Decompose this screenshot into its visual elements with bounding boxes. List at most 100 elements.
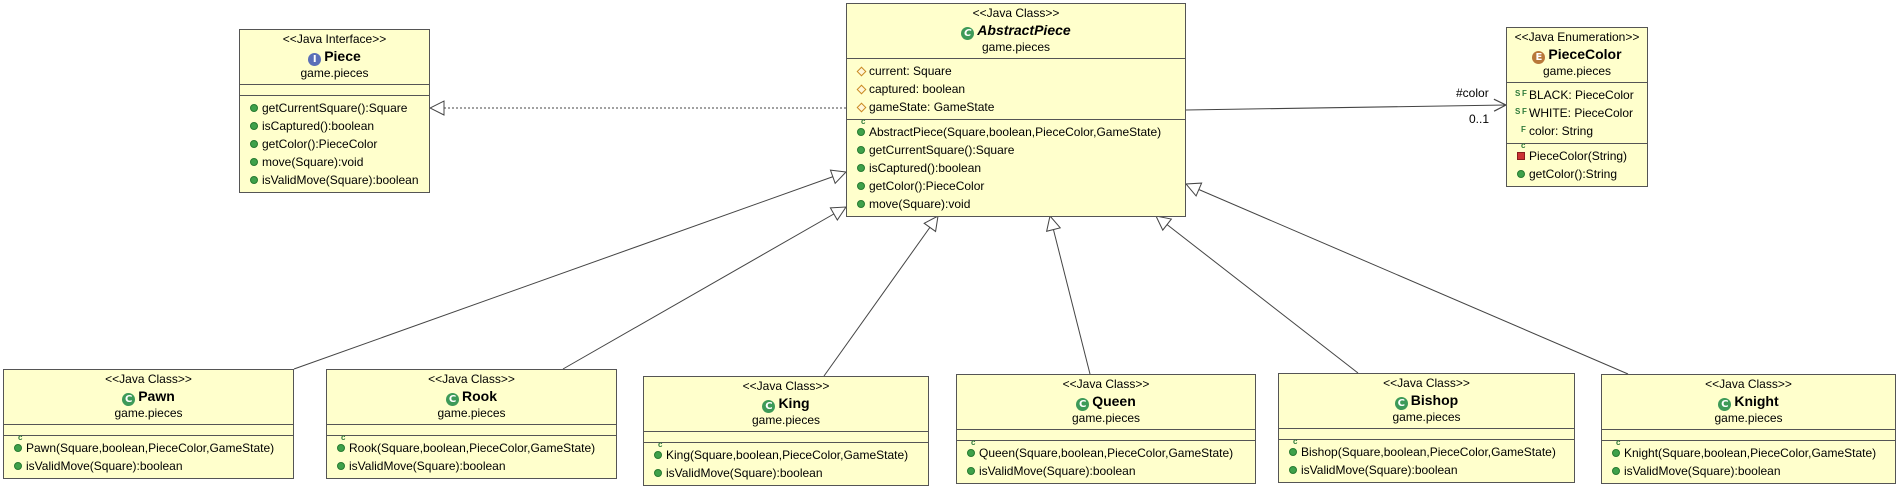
method-text: Rook(Square,boolean,PieceColor,GameState… [349, 441, 596, 455]
generalization-rook [562, 207, 846, 370]
method-row[interactable]: move(Square):void [248, 153, 429, 171]
method-text: AbstractPiece(Square,boolean,PieceColor,… [869, 125, 1162, 139]
method-text: King(Square,boolean,PieceColor,GameState… [666, 448, 909, 462]
method-row[interactable]: isValidMove(Square):boolean [965, 462, 1255, 480]
method-row[interactable]: getCurrentSquare():Square [855, 141, 1185, 159]
class-icon: C [1076, 398, 1090, 411]
method-row[interactable]: isCaptured():boolean [248, 117, 429, 135]
method-text: move(Square):void [869, 197, 971, 211]
attribute-text: BLACK: PieceColor [1529, 88, 1634, 102]
method-text: Knight(Square,boolean,PieceColor,GameSta… [1624, 446, 1877, 460]
package-label: game.pieces [981, 40, 1051, 54]
public-method-icon [855, 141, 867, 159]
method-row[interactable]: isValidMove(Square):boolean [652, 464, 928, 482]
package-label: game.pieces [437, 406, 506, 420]
class-name-text: Rook [462, 388, 497, 404]
public-method-icon [248, 117, 260, 135]
package-label: game.pieces [1071, 411, 1141, 425]
public-method-icon [335, 457, 347, 475]
generalization-king [823, 216, 938, 377]
constructor-icon: c [335, 434, 347, 457]
stereotype-label: <<Java Class>> [742, 379, 830, 393]
class-icon: C [961, 27, 975, 40]
attribute-text: current: Square [869, 64, 952, 78]
public-method-icon [965, 462, 977, 480]
attribute-row[interactable]: gameState: GameState [855, 98, 1185, 116]
method-text: isValidMove(Square):boolean [349, 459, 506, 473]
method-text: move(Square):void [262, 155, 364, 169]
package-label: game.pieces [751, 413, 821, 427]
method-row[interactable]: getCurrentSquare():Square [248, 99, 429, 117]
method-row[interactable]: isValidMove(Square):boolean [1610, 462, 1895, 480]
method-row[interactable]: move(Square):void [855, 195, 1185, 213]
attribute-row[interactable]: current: Square [855, 62, 1185, 80]
method-text: getCurrentSquare():Square [869, 143, 1015, 157]
attributes-section: current: Square captured: boolean gameStat… [847, 58, 1185, 119]
method-text: isCaptured():boolean [869, 161, 982, 175]
stereotype-label: <<Java Enumeration>> [1514, 30, 1640, 44]
attribute-row[interactable]: captured: boolean [855, 80, 1185, 98]
constructor-icon: c [1287, 438, 1299, 461]
attributes-section [327, 424, 616, 435]
stereotype-label: <<Java Class>> [428, 372, 515, 386]
method-row[interactable]: isValidMove(Square):boolean [12, 457, 293, 475]
method-text: isCaptured():boolean [262, 119, 375, 133]
generalization-bishop [1156, 216, 1359, 374]
method-row[interactable]: getColor():String [1515, 165, 1647, 183]
method-row[interactable]: isValidMove(Square):boolean [1287, 461, 1574, 479]
association-role-label: #color [1456, 86, 1489, 100]
public-method-icon [248, 153, 260, 171]
interface-icon: I [308, 53, 322, 66]
attributes-section [1602, 429, 1895, 440]
public-method-icon [12, 457, 24, 475]
stereotype-label: <<Java Class>> [1062, 377, 1150, 391]
method-row[interactable]: getColor():PieceColor [855, 177, 1185, 195]
package-label: game.pieces [114, 406, 183, 420]
public-method-icon [1515, 165, 1527, 183]
generalization-queen [1050, 216, 1091, 375]
method-text: isValidMove(Square):boolean [666, 466, 823, 480]
method-row[interactable]: isCaptured():boolean [855, 159, 1185, 177]
class-icon: C [1718, 398, 1732, 411]
method-row[interactable]: getColor():PieceColor [248, 135, 429, 153]
method-text: Bishop(Square,boolean,PieceColor,GameSta… [1301, 445, 1556, 459]
attribute-text: color: String [1529, 124, 1594, 138]
attribute-text: gameState: GameState [869, 100, 995, 114]
stereotype-label: <<Java Class>> [1705, 377, 1792, 391]
method-row[interactable]: isValidMove(Square):boolean [248, 171, 429, 189]
method-text: getCurrentSquare():Square [262, 101, 408, 115]
class-icon: C [446, 393, 459, 406]
method-row[interactable]: isValidMove(Square):boolean [335, 457, 616, 475]
